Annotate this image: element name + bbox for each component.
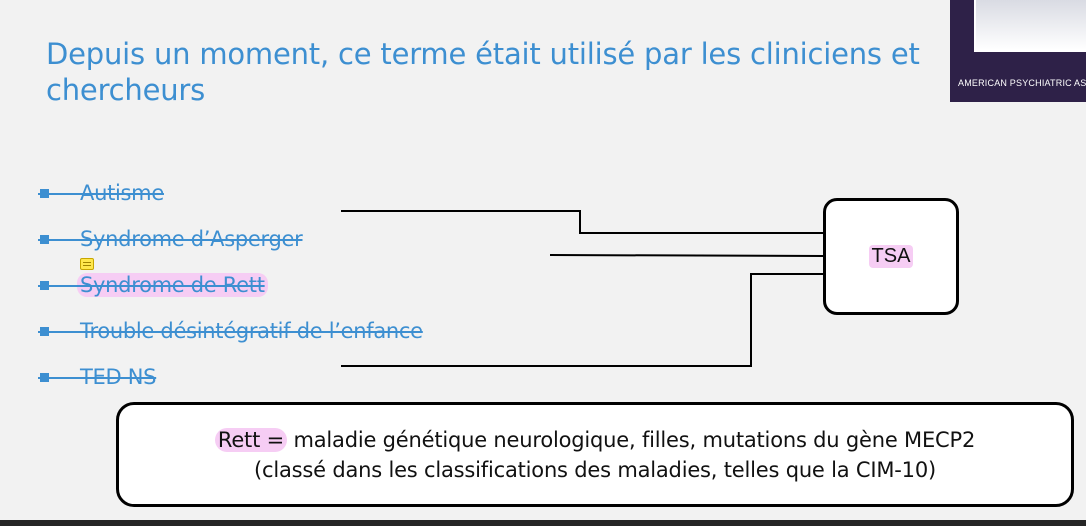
connector-rett [549, 254, 824, 257]
bullet-label: Trouble désintégratif de l’enfance [80, 319, 423, 343]
bullet-label-highlighted: Syndrome de Rett [77, 273, 268, 297]
book-cover-panel [974, 0, 1086, 52]
bullet-item-rett: Syndrome de Rett [38, 262, 423, 308]
note-line-1: Rett = maladie génétique neurologique, f… [214, 425, 976, 455]
slide-title: Depuis un moment, ce terme était utilisé… [46, 37, 920, 107]
bottom-taskbar-edge [0, 520, 1086, 526]
note-line-2: (classé dans les classifications des mal… [254, 457, 936, 482]
tsa-box: TSA [823, 198, 959, 315]
connector-ted-ns [341, 273, 823, 367]
strike-line [38, 377, 83, 379]
comment-icon[interactable] [80, 258, 94, 270]
rett-note-box: Rett = maladie génétique neurologique, f… [116, 402, 1074, 507]
bullet-item-trouble-desintegratif: Trouble désintégratif de l’enfance [38, 308, 423, 354]
tsa-label: TSA [868, 245, 914, 268]
connector-asperger [341, 210, 823, 234]
strike-line [38, 193, 83, 195]
bullet-label: TED NS [80, 365, 157, 389]
bullet-list: Autisme Syndrome d’Asperger Syndrome de … [38, 170, 423, 400]
strike-line [38, 331, 83, 333]
book-cover-image: AMERICAN PSYCHIATRIC ASS [950, 0, 1086, 102]
strike-line [38, 285, 83, 287]
bullet-item-ted-ns: TED NS [38, 354, 423, 400]
note-line-1-text: maladie génétique neurologique, filles, … [286, 427, 976, 452]
bullet-label: Syndrome d’Asperger [80, 227, 303, 251]
bullet-item-autisme: Autisme [38, 170, 423, 216]
strike-line [38, 239, 83, 241]
note-highlight-word: Rett = [214, 427, 287, 452]
bullet-label: Autisme [80, 181, 164, 205]
book-cover-publisher: AMERICAN PSYCHIATRIC ASS [958, 78, 1086, 88]
bullet-item-asperger: Syndrome d’Asperger [38, 216, 423, 262]
